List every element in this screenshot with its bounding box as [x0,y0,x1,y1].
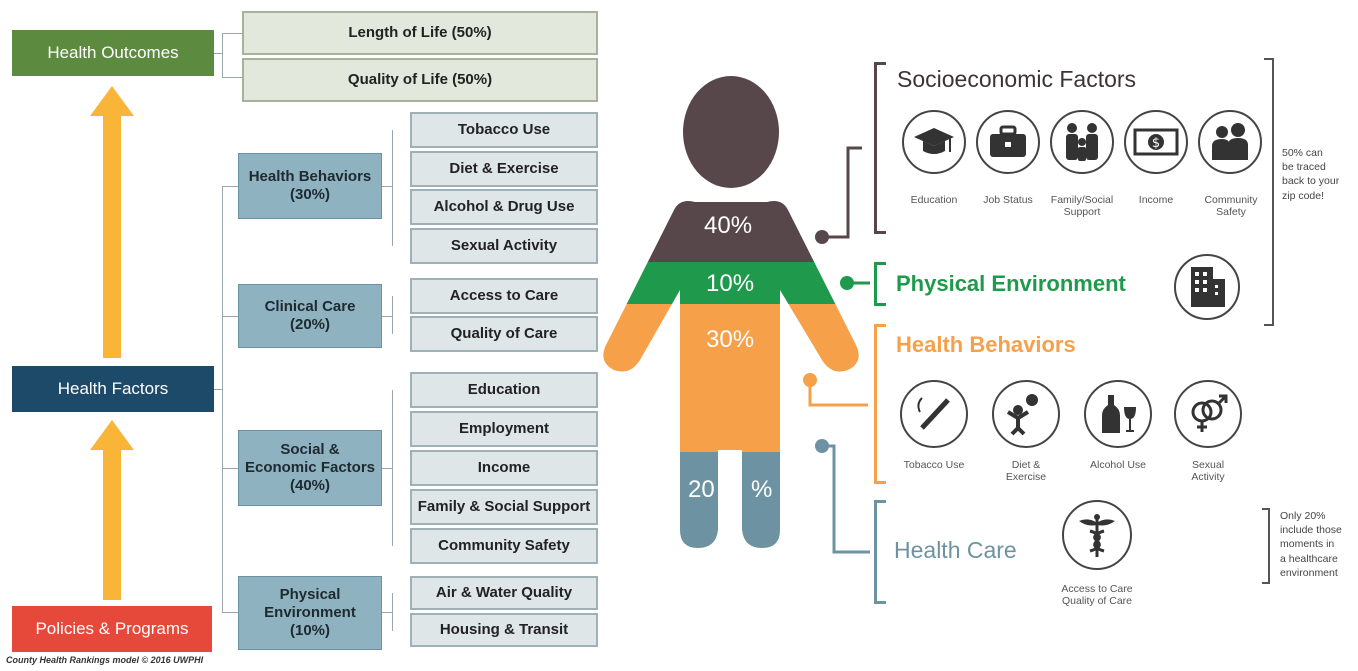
cigarette-icon [900,380,968,448]
socio-label: Education [910,194,958,206]
community-icon [1198,110,1262,174]
caduceus-icon [1062,500,1132,570]
policies-programs-box: Policies & Programs [12,606,212,652]
family-icon [1050,110,1114,174]
factor-item: Air & Water Quality [410,576,598,610]
group-social-economic: Social & Economic Factors (40%) [238,430,382,506]
alcohol-icon [1084,380,1152,448]
arrow-up-icon [90,86,134,358]
percent-20-number: 20 [688,476,715,503]
sexual-activity-icon [1174,380,1242,448]
socio-note: 50% can be traced back to your zip code! [1282,147,1340,202]
human-figure: 40% 10% 30% 20 % [600,70,870,560]
svg-text:$: $ [1152,136,1160,151]
factor-item: Education [410,372,598,408]
care-title: Health Care [894,537,1017,563]
group-clinical-care: Clinical Care (20%) [238,284,382,348]
behaviors-bracket [874,324,886,484]
care-note: Only 20% include those moments in a heal… [1280,510,1342,579]
outcome-quality-of-life: Quality of Life (50%) [242,58,598,102]
building-icon [1174,254,1240,320]
percent-20-sign: % [751,476,773,503]
behavior-label: Sexual Activity [1191,459,1225,484]
factor-item: Access to Care [410,278,598,314]
socio-label: Community Safety [1204,194,1258,219]
factor-item: Housing & Transit [410,613,598,647]
behavior-label: Alcohol Use [1089,459,1147,471]
percent-40: 40% [704,212,753,239]
behavior-label: Tobacco Use [903,459,965,471]
health-factors-box: Health Factors [12,366,214,412]
factor-item: Sexual Activity [410,228,598,264]
diet-exercise-icon [992,380,1060,448]
briefcase-icon [976,110,1040,174]
care-label: Access to Care Quality of Care [1061,583,1133,608]
socio-label: Job Status [983,194,1033,206]
health-outcomes-box: Health Outcomes [12,30,214,76]
group-physical-environment: Physical Environment (10%) [238,576,382,650]
care-right-bracket [1262,508,1270,584]
socio-title: Socioeconomic Factors [897,66,1137,92]
care-bracket [874,500,886,604]
percent-30: 30% [706,326,755,353]
money-icon: $ [1124,110,1188,174]
physical-title: Physical Environment [896,271,1126,296]
socio-bracket [874,62,886,234]
arrow-up-icon [90,420,134,600]
percent-10: 10% [706,270,755,297]
factor-item: Quality of Care [410,316,598,352]
factor-item: Income [410,450,598,486]
socio-label: Income [1138,194,1174,206]
factor-item: Diet & Exercise [410,151,598,187]
figure-connectors [803,146,870,554]
behaviors-title: Health Behaviors [896,332,1076,357]
physical-bracket [874,262,886,306]
group-health-behaviors: Health Behaviors (30%) [238,153,382,219]
socio-right-bracket [1264,58,1274,326]
outcome-length-of-life: Length of Life (50%) [242,11,598,55]
factor-item: Employment [410,411,598,447]
socio-label: Family/Social Support [1050,194,1114,219]
factor-item: Family & Social Support [410,489,598,525]
factor-item: Tobacco Use [410,112,598,148]
graduation-cap-icon [902,110,966,174]
behavior-label: Diet & Exercise [1005,459,1047,484]
credit-text: County Health Rankings model © 2016 UWPH… [6,655,204,665]
factor-item: Community Safety [410,528,598,564]
factor-item: Alcohol & Drug Use [410,189,598,225]
